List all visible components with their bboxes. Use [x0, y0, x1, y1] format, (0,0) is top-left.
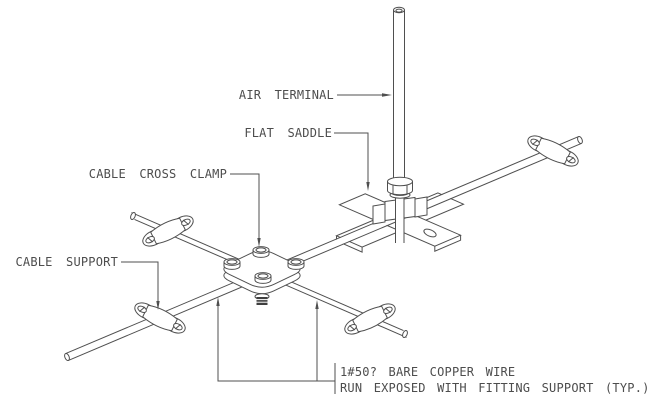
cable-support-lower-right — [341, 300, 399, 338]
leader-note — [216, 297, 336, 394]
note-line-2: RUN EXPOSED WITH FITTING SUPPORT (TYP.) — [340, 381, 650, 395]
flat-saddle-clamp — [372, 176, 428, 243]
cable-support-upper-left — [139, 212, 197, 250]
leader-flat-saddle — [334, 132, 370, 191]
clamp-hex-bolts — [223, 246, 305, 284]
leader-cable-support — [121, 261, 160, 310]
label-cable-cross-clamp: CABLE CROSS CLAMP — [89, 167, 227, 181]
cable-cross-clamp — [223, 246, 305, 305]
note-line-1: 1#50? BARE COPPER WIRE — [340, 365, 515, 379]
label-air-terminal: AIR TERMINAL — [239, 88, 334, 102]
air-terminal-rod — [393, 6, 405, 182]
saddle-hex-nut — [387, 176, 413, 196]
label-cable-support: CABLE SUPPORT — [15, 255, 118, 269]
saddle-mounting-hole — [423, 228, 437, 238]
leader-cable-cross-clamp — [230, 173, 261, 247]
label-flat-saddle: FLAT SADDLE — [244, 126, 332, 140]
leader-air-terminal — [337, 93, 392, 97]
clamp-bottom-stud — [254, 293, 270, 305]
